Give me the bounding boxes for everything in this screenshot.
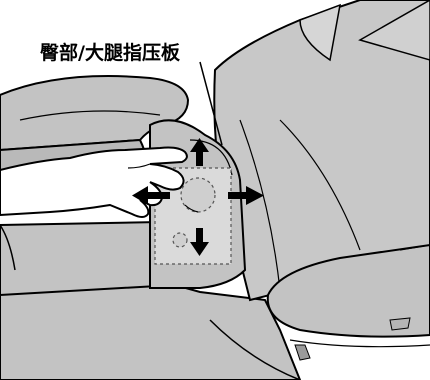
arrow-left-icon <box>132 186 170 205</box>
arrow-right-icon <box>228 186 264 205</box>
callout-label: 臀部/大腿指压板 <box>40 42 180 64</box>
callout-leader-line <box>199 61 223 146</box>
arrow-down-icon <box>190 228 209 256</box>
shiatsu-panel <box>154 167 232 265</box>
right-cushion <box>266 243 430 361</box>
backrest <box>213 0 430 302</box>
arrow-up-icon <box>190 138 209 166</box>
